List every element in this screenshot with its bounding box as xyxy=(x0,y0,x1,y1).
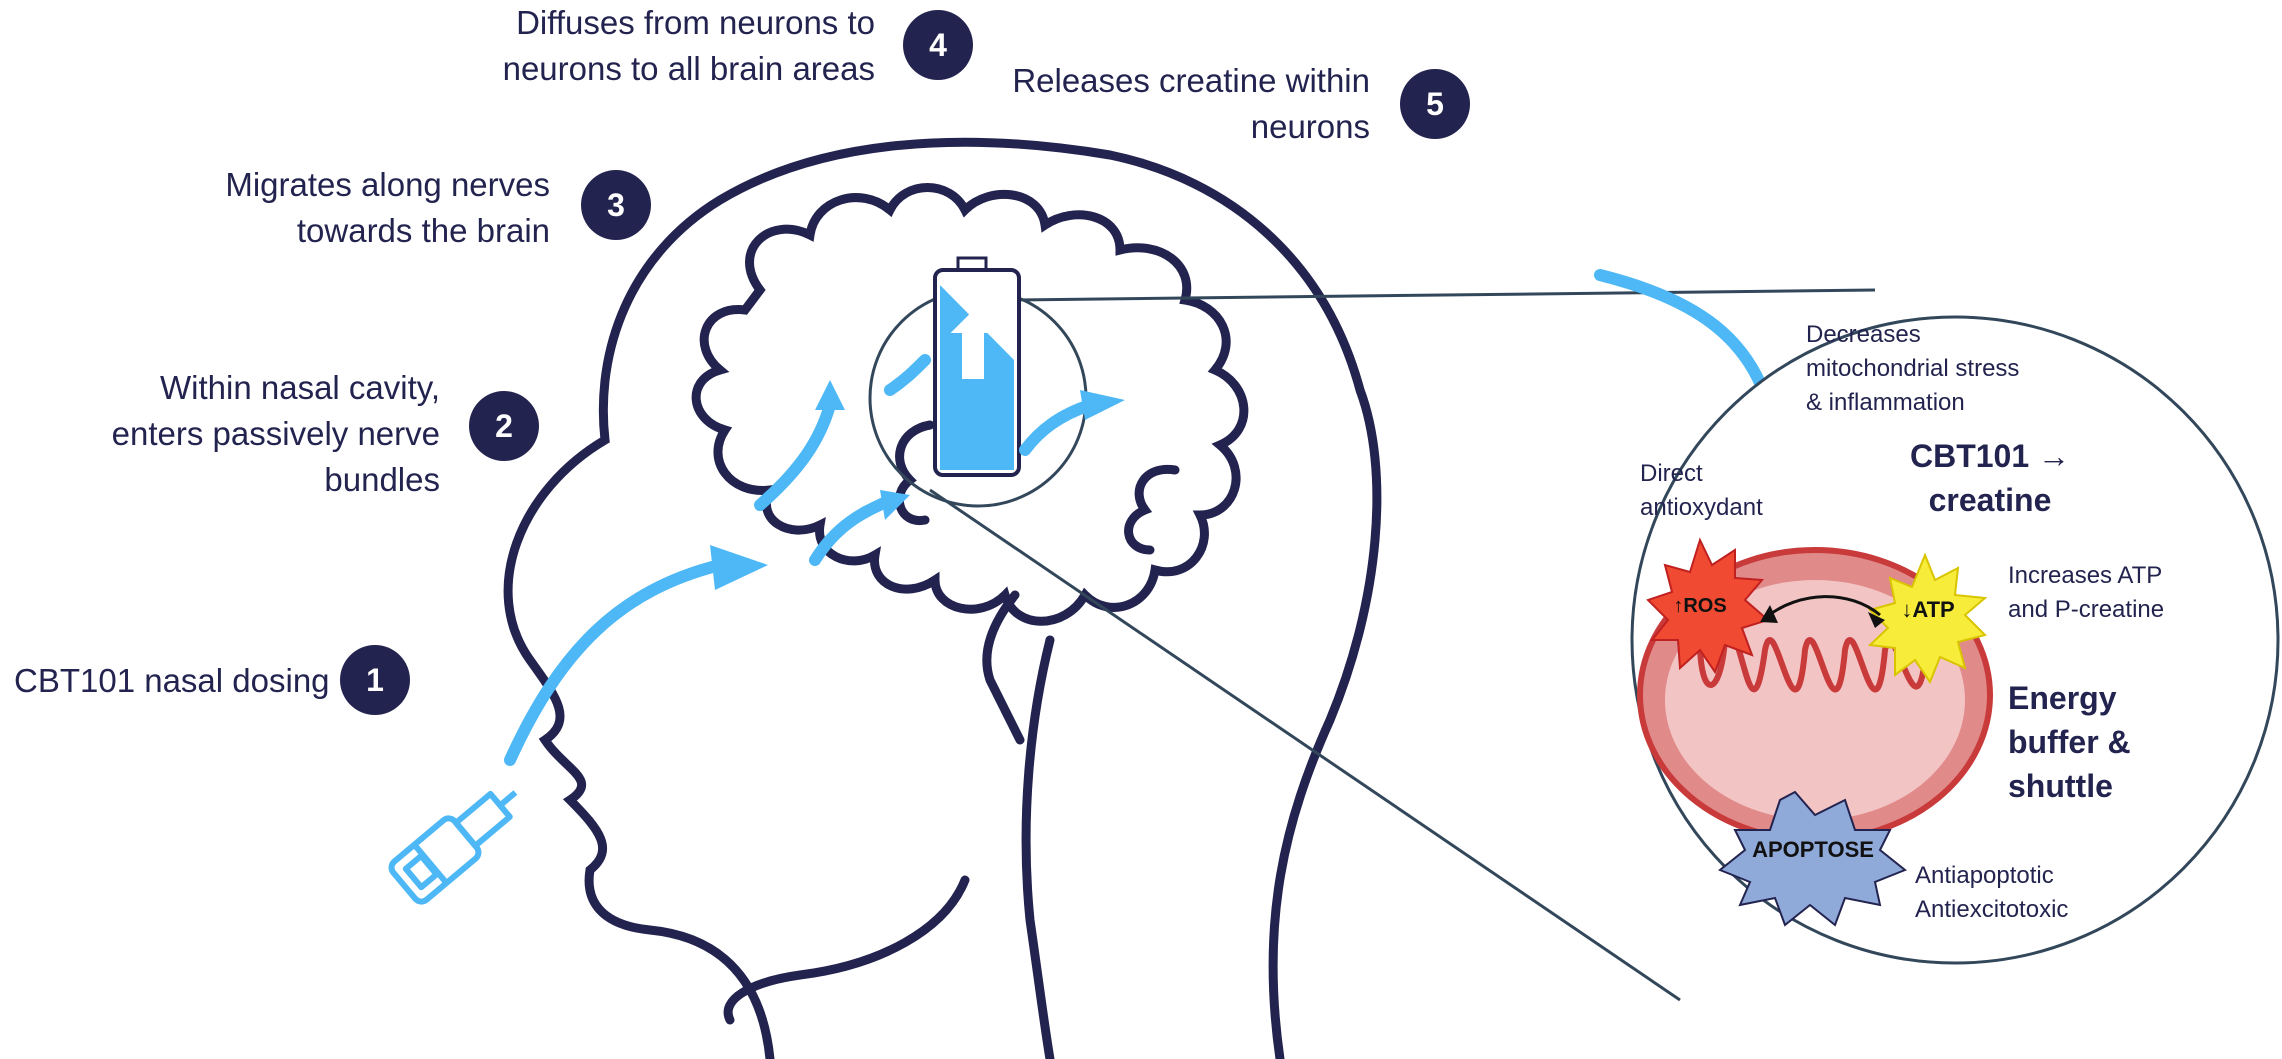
step-3-line: towards the brain xyxy=(150,208,550,254)
zoom-line-bottom xyxy=(930,490,1680,1000)
step-4-line: Diffuses from neurons to xyxy=(400,0,875,46)
apoptose-label: APOPTOSE xyxy=(1752,837,1874,862)
neck-line xyxy=(1026,640,1050,1059)
step-2-label: Within nasal cavity, enters passively ne… xyxy=(40,365,440,503)
cbt101-title-line: CBT101 → xyxy=(1890,434,2090,478)
anti-line: Antiexcitotoxic xyxy=(1915,893,2068,927)
decreases-line: mitochondrial stress xyxy=(1806,352,2019,386)
decreases-line: & inflammation xyxy=(1806,386,2019,420)
step-1-badge: 1 xyxy=(340,645,410,715)
increases-line: and P-creatine xyxy=(2008,593,2164,627)
anti-line: Antiapoptotic xyxy=(1915,859,2068,893)
step-3-label: Migrates along nerves towards the brain xyxy=(150,162,550,254)
decreases-text: Decreases mitochondrial stress & inflamm… xyxy=(1806,318,2019,420)
step-2-line: enters passively nerve xyxy=(40,411,440,457)
step-2-badge: 2 xyxy=(469,391,539,461)
ros-label: ↑ROS xyxy=(1673,595,1726,617)
step-1-label: CBT101 nasal dosing xyxy=(14,658,330,704)
step-5-line: neurons xyxy=(900,104,1370,150)
brain-fold xyxy=(899,425,930,521)
energy-line: buffer & xyxy=(2008,720,2131,764)
atp-label: ↓ATP xyxy=(1901,597,1954,622)
step-3-badge: 3 xyxy=(581,170,651,240)
step-5-badge: 5 xyxy=(1400,69,1470,139)
brain-fold xyxy=(1129,469,1175,550)
battery-icon xyxy=(935,258,1019,475)
step-5-label: Releases creatine within neurons xyxy=(900,58,1370,150)
cbt101-title-line: creatine xyxy=(1890,478,2090,522)
step-5-line: Releases creatine within xyxy=(900,58,1370,104)
increases-atp-text: Increases ATP and P-creatine xyxy=(2008,559,2164,627)
direct-antioxydant-text: Direct antioxydant xyxy=(1640,457,1763,525)
energy-buffer-text: Energy buffer & shuttle xyxy=(2008,676,2131,808)
antiapoptotic-text: Antiapoptotic Antiexcitotoxic xyxy=(1915,859,2068,927)
decreases-line: Decreases xyxy=(1806,318,2019,352)
step-4-line: neurons to all brain areas xyxy=(400,46,875,92)
energy-line: shuttle xyxy=(2008,764,2131,808)
energy-line: Energy xyxy=(2008,676,2131,720)
step-2-line: Within nasal cavity, xyxy=(40,365,440,411)
direct-line: antioxydant xyxy=(1640,491,1763,525)
step-4-label: Diffuses from neurons to neurons to all … xyxy=(400,0,875,92)
step-2-line: bundles xyxy=(40,457,440,503)
step-3-line: Migrates along nerves xyxy=(150,162,550,208)
cbt101-title: CBT101 → creatine xyxy=(1890,434,2090,522)
syringe-icon xyxy=(388,773,531,905)
jaw-line xyxy=(728,880,965,1020)
direct-line: Direct xyxy=(1640,457,1763,491)
zoom-line-top xyxy=(1015,290,1875,300)
increases-line: Increases ATP xyxy=(2008,559,2164,593)
